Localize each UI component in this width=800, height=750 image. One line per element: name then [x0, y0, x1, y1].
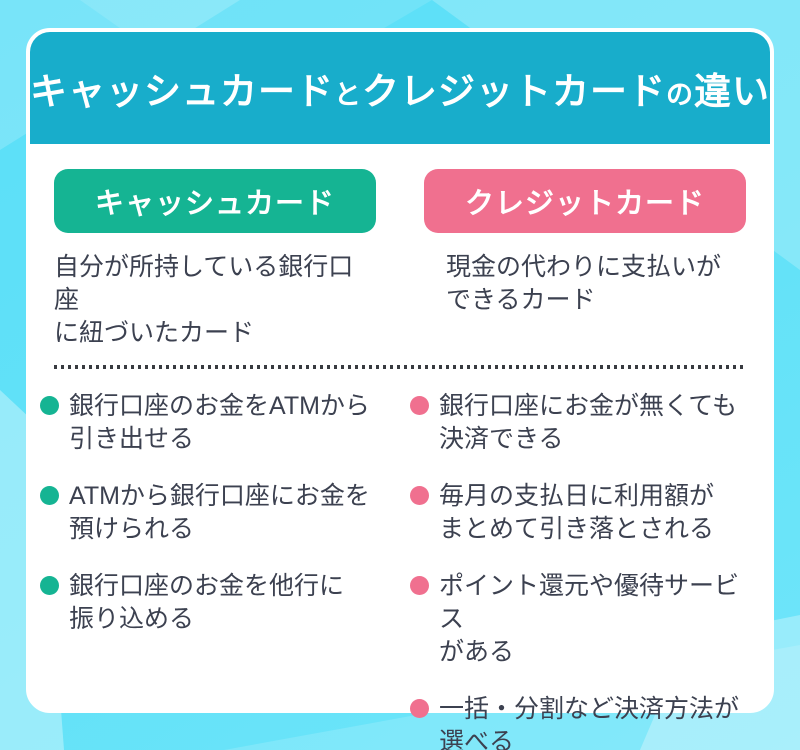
feature-text: ATMから銀行口座にお金を 預けられる [69, 482, 370, 543]
title-part-cash-card: キャッシュカード [30, 71, 334, 112]
title-part-difference: 違い [694, 71, 770, 112]
cash-card-column: キャッシュカード 自分が所持している銀行口座 に紐づいたカード [54, 169, 376, 350]
feature-lists-row: 銀行口座のお金をATMから 引き出せる ATMから銀行口座にお金を 預けられる … [40, 390, 746, 750]
title-connector-no: の [666, 80, 694, 110]
comparison-card: キャッシュカードとクレジットカードの違い キャッシュカード 自分が所持している銀… [26, 28, 774, 750]
bullet-icon [40, 576, 59, 595]
credit-card-column: クレジットカード 現金の代わりに支払いが できるカード [424, 169, 746, 350]
credit-card-feature-list: 銀行口座にお金が無くても 決済できる 毎月の支払日に利用額が まとめて引き落とさ… [410, 390, 746, 750]
feature-text: ポイント還元や優待サービス がある [439, 572, 740, 666]
bullet-icon [40, 486, 59, 505]
cash-card-feature-item: 銀行口座のお金を他行に 振り込める [40, 570, 376, 636]
bullet-icon [410, 396, 429, 415]
title-part-credit-card: クレジットカード [362, 71, 666, 112]
feature-text: 一括・分割など決済方法が 選べる [439, 695, 740, 750]
credit-card-feature-item: 一括・分割など決済方法が 選べる [410, 693, 746, 750]
header-row: キャッシュカード 自分が所持している銀行口座 に紐づいたカード クレジットカード… [54, 169, 746, 350]
bullet-icon [40, 396, 59, 415]
feature-text: 銀行口座のお金をATMから 引き出せる [69, 392, 370, 453]
card-content: キャッシュカード 自分が所持している銀行口座 に紐づいたカード クレジットカード… [30, 144, 770, 750]
page-title: キャッシュカードとクレジットカードの違い [30, 61, 770, 115]
dotted-divider [54, 365, 746, 369]
cash-card-feature-list: 銀行口座のお金をATMから 引き出せる ATMから銀行口座にお金を 預けられる … [40, 390, 376, 750]
credit-card-header-pill: クレジットカード [424, 169, 746, 233]
title-connector-to: と [334, 80, 362, 110]
bullet-icon [410, 699, 429, 718]
feature-text: 銀行口座にお金が無くても 決済できる [439, 392, 738, 453]
credit-card-feature-item: 銀行口座にお金が無くても 決済できる [410, 390, 746, 456]
feature-text: 銀行口座のお金を他行に 振り込める [69, 572, 345, 633]
title-banner: キャッシュカードとクレジットカードの違い [30, 32, 770, 144]
bullet-icon [410, 486, 429, 505]
cash-card-header-pill: キャッシュカード [54, 169, 376, 233]
cash-card-feature-item: ATMから銀行口座にお金を 預けられる [40, 480, 376, 546]
bullet-icon [410, 576, 429, 595]
cash-card-description: 自分が所持している銀行口座 に紐づいたカード [54, 253, 354, 347]
cash-card-feature-item: 銀行口座のお金をATMから 引き出せる [40, 390, 376, 456]
feature-text: 毎月の支払日に利用額が まとめて引き落とされる [439, 482, 715, 543]
credit-card-feature-item: 毎月の支払日に利用額が まとめて引き落とされる [410, 480, 746, 546]
credit-card-description: 現金の代わりに支払いが できるカード [446, 253, 722, 314]
credit-card-feature-item: ポイント還元や優待サービス がある [410, 570, 746, 669]
